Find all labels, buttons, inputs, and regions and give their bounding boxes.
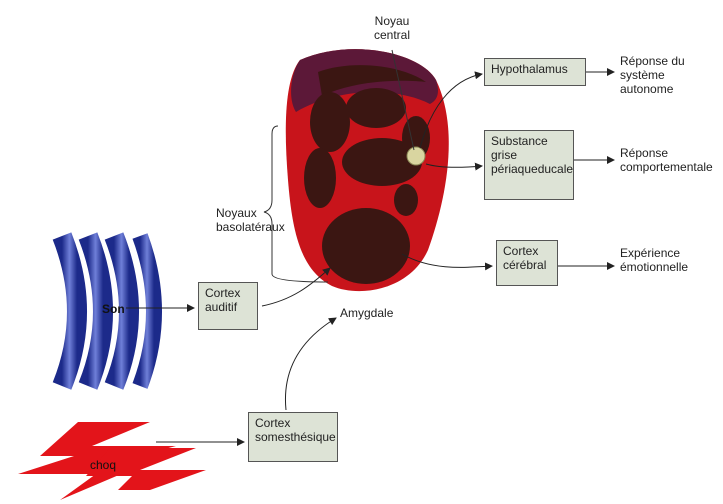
hypothalamus-box: Hypothalamus [484,58,586,86]
basolateral-label-line1: Noyaux [216,206,285,220]
auditory-cortex-line1: Cortex [205,286,251,300]
central-nucleus-label: Noyau central [366,14,418,42]
central-nucleus-label-line2: central [366,28,418,42]
central-nucleus-label-line1: Noyau [366,14,418,28]
basolateral-label-line2: basolatéraux [216,220,285,234]
cerebral-cortex-line1: Cortex [503,244,551,258]
periaqueductal-line1: Substance [491,134,567,148]
emotional-experience-line1: Expérience [620,246,688,260]
autonomic-response-line2: autonome [620,82,723,96]
periaqueductal-line3: périaqueducale [491,162,567,176]
somatosensory-cortex-line1: Cortex [255,416,331,430]
behavioral-response-line2: comportementale [620,160,713,174]
auditory-cortex-box: Cortex auditif [198,282,258,330]
amygdala-illustration [286,49,449,291]
auditory-cortex-line2: auditif [205,300,251,314]
somatosensory-cortex-box: Cortex somesthésique [248,412,338,462]
behavioral-response-label: Réponse comportementale [620,146,713,174]
basolateral-nuclei-label: Noyaux basolatéraux [216,206,285,234]
autonomic-response-line1: Réponse du système [620,54,723,82]
cerebral-cortex-line2: cérébral [503,258,551,272]
somatosensory-cortex-line2: somesthésique [255,430,331,444]
sound-label: Son [102,302,125,316]
shock-label: choq [90,458,116,472]
emotional-experience-line2: émotionnelle [620,260,688,274]
amygdala-label: Amygdale [340,306,393,320]
autonomic-response-label: Réponse du système autonome [620,54,723,96]
periaqueductal-line2: grise [491,148,567,162]
cerebral-cortex-box: Cortex cérébral [496,240,558,286]
periaqueductal-gray-box: Substance grise périaqueducale [484,130,574,200]
hypothalamus-text: Hypothalamus [491,62,568,76]
emotional-experience-label: Expérience émotionnelle [620,246,688,274]
behavioral-response-line1: Réponse [620,146,713,160]
